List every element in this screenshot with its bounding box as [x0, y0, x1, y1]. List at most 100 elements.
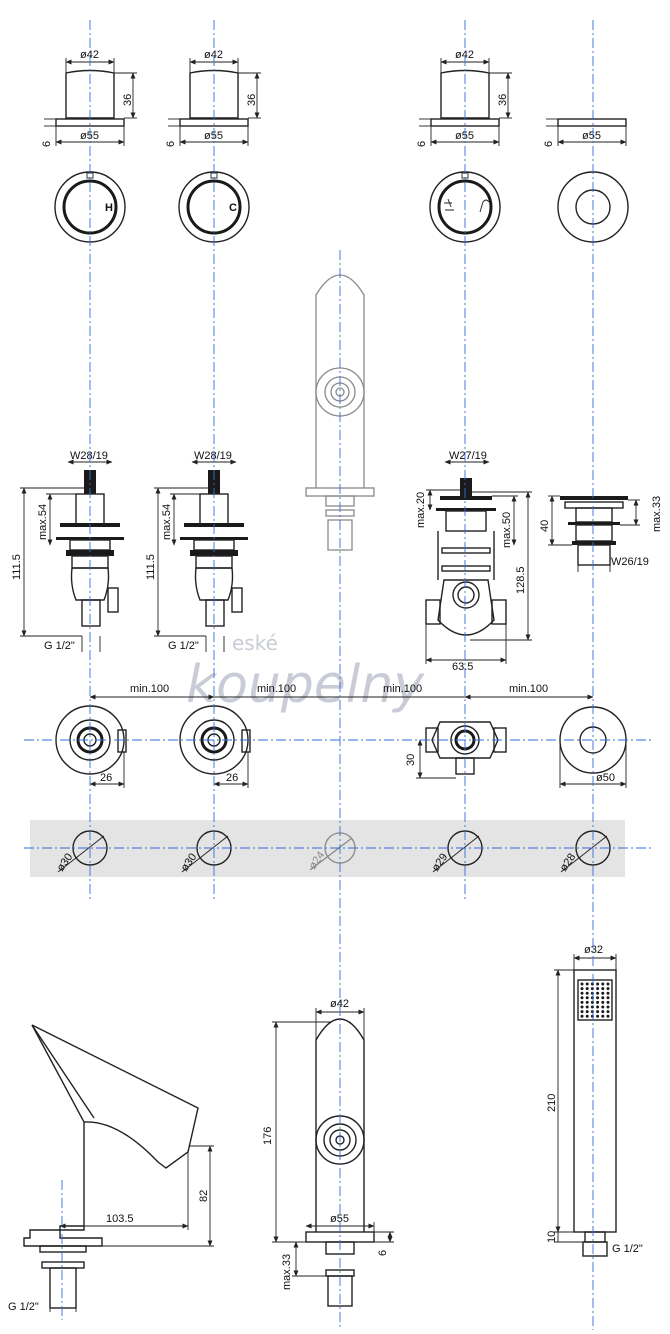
diverter-spindle-label: W27/19 [449, 450, 487, 462]
spout-max-label: max.33 [281, 1254, 293, 1290]
left-offset-label: 26 [100, 772, 112, 784]
hand-shower-texts: ø32 210 10 G 1/2" [546, 944, 643, 1255]
diverter-width-label: 63.5 [452, 661, 473, 673]
spout-reach-label: 103.5 [106, 1213, 134, 1225]
diverter-max-top-label: max.20 [415, 492, 427, 528]
middle-valve-max-label: max.54 [161, 504, 173, 540]
nozzle-dot [606, 1014, 610, 1018]
spout-side-view [23, 1024, 199, 1309]
hot-letter: H [105, 202, 113, 214]
hole-band [30, 820, 625, 877]
knob-c-height-label: 36 [246, 94, 258, 106]
nozzle-dot [585, 987, 589, 991]
left-valve-spindle-label: W28/19 [70, 450, 108, 462]
nozzle-dot [596, 1014, 600, 1018]
spout-front-texts: ø42 176 ø55 6 max.33 [262, 998, 389, 1290]
valve-dimension-texts: W28/19 max.54 111.5 G 1/2" W28/19 max.54… [11, 450, 663, 673]
nozzle-dot [596, 987, 600, 991]
hand-shower-neck-label: 10 [546, 1231, 558, 1243]
nozzle-dot [580, 991, 584, 995]
nozzle-dot [601, 996, 605, 1000]
shower-holder-side-view [560, 496, 628, 566]
nozzle-dot [585, 1000, 589, 1004]
nozzle-dot [580, 987, 584, 991]
nozzle-dot [606, 1005, 610, 1009]
middle-valve-spindle-label: W28/19 [194, 450, 232, 462]
cold-letter: C [229, 202, 237, 214]
spacing-label-2: min.100 [257, 683, 296, 695]
nozzle-dot [596, 1010, 600, 1014]
hand-shower-view [573, 969, 617, 1257]
spout-base-height-label: 6 [377, 1250, 389, 1256]
diverter-valve-side-view [425, 478, 507, 636]
nozzle-dot [601, 991, 605, 995]
nozzle-dot [596, 996, 600, 1000]
middle-valve-thread-label: G 1/2" [168, 640, 199, 652]
nozzle-dot [606, 982, 610, 986]
knob-c-base-label: 6 [165, 141, 177, 147]
nozzle-dot [585, 996, 589, 1000]
nozzle-dot [601, 1010, 605, 1014]
spacing-label-3: min.100 [383, 683, 422, 695]
hand-shower-dimension-lines [554, 954, 617, 1243]
spout-base-diameter-label: ø55 [330, 1213, 349, 1225]
nozzle-dot [596, 1000, 600, 1004]
nozzle-dot [585, 991, 589, 995]
nozzle-dot [596, 991, 600, 995]
svg-text:eské: eské [232, 631, 278, 655]
shower-symbol-icon [479, 199, 490, 213]
bath-symbol-icon [444, 198, 454, 211]
left-valve-max-label: max.54 [37, 504, 49, 540]
diverter-plan-view [425, 721, 507, 775]
spout-side-texts: 103.5 82 G 1/2" [8, 1190, 210, 1313]
plan-dimension-texts: 26 26 30 ø50 [100, 754, 615, 784]
holder-thread-label: W26/19 [611, 556, 649, 568]
rosette-side-view [557, 118, 627, 127]
nozzle-dot [606, 1010, 610, 1014]
rosette-plan-diameter-label: ø50 [596, 772, 615, 784]
spout-thread-label: G 1/2" [8, 1301, 39, 1313]
knob-h-base-label: 6 [41, 141, 53, 147]
left-valve-thread-label: G 1/2" [44, 640, 75, 652]
holder-max-label: max.33 [651, 496, 663, 532]
shower-nozzle-grid [580, 982, 610, 1018]
holder-height-label: 40 [539, 520, 551, 532]
top-dimension-texts: ø42 36 6 ø55 ø42 36 6 ø55 ø42 36 6 ø55 6… [41, 49, 601, 147]
plan-dimension-lines [89, 739, 627, 788]
nozzle-dot [606, 996, 610, 1000]
spout-front-height-label: 176 [262, 1127, 274, 1145]
diverter-diameter-label: ø42 [455, 49, 474, 61]
nozzle-dot [601, 1014, 605, 1018]
diverter-base-label: 6 [416, 141, 428, 147]
hand-shower-thread-label: G 1/2" [612, 1243, 643, 1255]
nozzle-dot [580, 1000, 584, 1004]
nozzle-dot [580, 982, 584, 986]
diverter-max-side-label: max.50 [501, 512, 513, 548]
nozzle-dot [580, 996, 584, 1000]
nozzle-dot [606, 1000, 610, 1004]
valve-dimension-lines [20, 459, 640, 664]
nozzle-dot [585, 982, 589, 986]
spacing-label-1: min.100 [130, 683, 169, 695]
nozzle-dot [606, 987, 610, 991]
rosette-diameter-label: ø55 [582, 130, 601, 142]
spout-side-dimension-lines [49, 1145, 214, 1312]
middle-valve-length-label: 111.5 [145, 554, 157, 580]
rosette-base-label: 6 [543, 141, 555, 147]
diverter-depth-label: 30 [405, 754, 417, 766]
diverter-length-label: 128.5 [515, 566, 527, 594]
nozzle-dot [580, 1005, 584, 1009]
svg-text:koupelny: koupelny [186, 655, 425, 715]
nozzle-dot [601, 987, 605, 991]
spout-height-label: 82 [198, 1190, 210, 1202]
knob-h-height-label: 36 [122, 94, 134, 106]
spacing-label-4: min.100 [509, 683, 548, 695]
diverter-height-label: 36 [497, 94, 509, 106]
watermark: eské koupelny [186, 631, 425, 715]
nozzle-dot [585, 1014, 589, 1018]
knob-h-diameter-label: ø42 [80, 49, 99, 61]
center-axes [24, 20, 652, 1330]
nozzle-dot [580, 1010, 584, 1014]
nozzle-dot [585, 1010, 589, 1014]
